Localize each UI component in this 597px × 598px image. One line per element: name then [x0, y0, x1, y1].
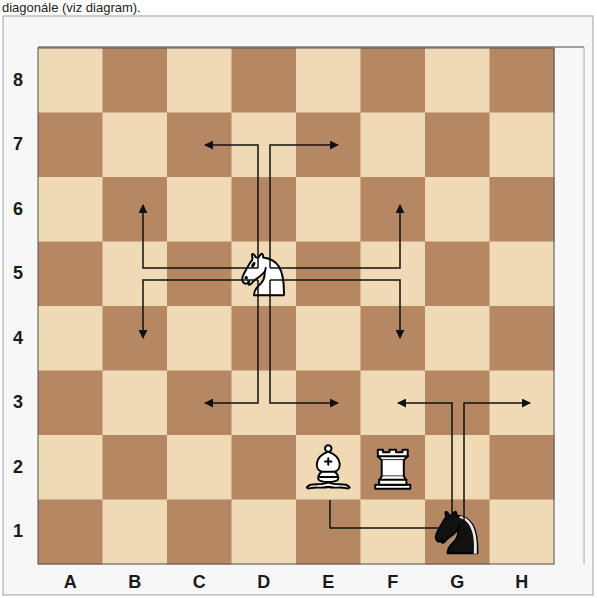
- board-square: [425, 306, 490, 371]
- board-square: [103, 435, 168, 500]
- file-letter: E: [296, 568, 361, 596]
- rank-number: 3: [2, 371, 34, 436]
- rank-number: 2: [2, 435, 34, 500]
- board-square: [38, 371, 103, 436]
- board-square: [361, 242, 426, 307]
- board-square: [361, 435, 426, 500]
- board-square: [167, 435, 232, 500]
- board-square: [103, 177, 168, 242]
- file-letter: A: [38, 568, 103, 596]
- board-square: [103, 113, 168, 178]
- board-square: [296, 435, 361, 500]
- board-square: [361, 306, 426, 371]
- board-square: [296, 306, 361, 371]
- board-square: [490, 435, 555, 500]
- board-square: [361, 113, 426, 178]
- board-square: [103, 48, 168, 113]
- board-square: [296, 242, 361, 307]
- board-square: [490, 48, 555, 113]
- file-letter: B: [103, 568, 168, 596]
- file-letter: F: [361, 568, 426, 596]
- board-square: [232, 177, 297, 242]
- file-letter: H: [490, 568, 555, 596]
- rank-number: 6: [2, 177, 34, 242]
- board-square: [490, 242, 555, 307]
- board-square: [490, 177, 555, 242]
- board-square: [425, 435, 490, 500]
- black-knight: [436, 512, 478, 554]
- file-letter: G: [425, 568, 490, 596]
- board-square: [490, 306, 555, 371]
- board-square: [361, 177, 426, 242]
- board-square: [103, 306, 168, 371]
- board-square: [167, 500, 232, 565]
- board-square: [38, 306, 103, 371]
- rank-number: 8: [2, 48, 34, 113]
- board-square: [296, 48, 361, 113]
- board-square: [167, 242, 232, 307]
- file-letter: D: [232, 568, 297, 596]
- rank-number: 1: [2, 500, 34, 565]
- rank-number: 7: [2, 113, 34, 178]
- board-square: [361, 48, 426, 113]
- cut-off-text: diagonále (viz diagram).: [2, 0, 302, 15]
- rank-number: 4: [2, 306, 34, 371]
- file-letter: C: [167, 568, 232, 596]
- board-square: [38, 48, 103, 113]
- board-square: [38, 177, 103, 242]
- board-square: [232, 48, 297, 113]
- board-square: [425, 48, 490, 113]
- board-square: [103, 500, 168, 565]
- move-arrows: [143, 145, 530, 535]
- board-square: [38, 113, 103, 178]
- board-square: [425, 177, 490, 242]
- board-square: [425, 113, 490, 178]
- board-square: [232, 306, 297, 371]
- board-square: [232, 242, 297, 307]
- board-square: [490, 113, 555, 178]
- board-square: [296, 500, 361, 565]
- board-square: [296, 177, 361, 242]
- board-square: [425, 500, 490, 565]
- board-square: [361, 500, 426, 565]
- board-square: [425, 242, 490, 307]
- board-square: [167, 48, 232, 113]
- board-square: [103, 371, 168, 436]
- board-square: [167, 306, 232, 371]
- board-square: [103, 242, 168, 307]
- board-square: [38, 242, 103, 307]
- rank-number: 5: [2, 242, 34, 307]
- board-square: [38, 500, 103, 565]
- board-square: [232, 500, 297, 565]
- white-bishop: [307, 445, 350, 488]
- board-square: [490, 500, 555, 565]
- white-knight: [242, 254, 284, 296]
- white-rook: [375, 450, 410, 489]
- board-square: [167, 177, 232, 242]
- board-square: [232, 435, 297, 500]
- board-square: [38, 435, 103, 500]
